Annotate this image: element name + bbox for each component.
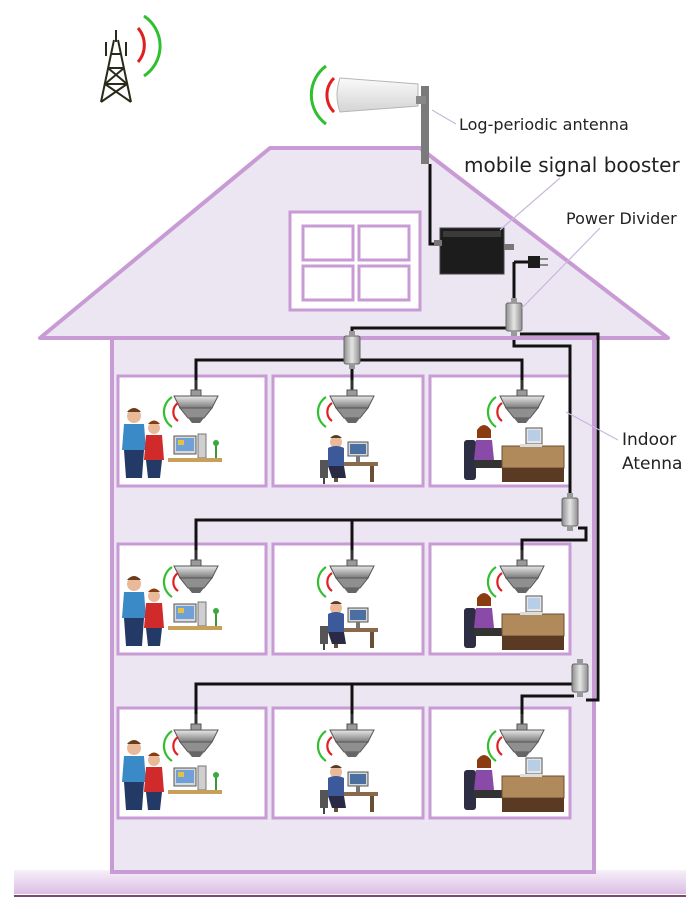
floor-3-splitter-icon bbox=[571, 658, 589, 698]
tower-signal-icon bbox=[136, 14, 162, 78]
floor-1-splitter-icon bbox=[343, 330, 361, 370]
rooms bbox=[116, 374, 572, 820]
power-divider-icon bbox=[505, 297, 523, 337]
indoor-antenna-label-line1: Indoor bbox=[622, 430, 677, 450]
label-leader-lines bbox=[431, 109, 619, 441]
signal-booster-icon bbox=[434, 227, 548, 275]
log-periodic-antenna-icon bbox=[336, 77, 429, 164]
coax-cables bbox=[194, 164, 600, 714]
log-periodic-antenna-label: Log-periodic antenna bbox=[459, 115, 629, 134]
power-divider-label: Power Divider bbox=[566, 209, 677, 228]
attic-window bbox=[288, 210, 422, 312]
mobile-signal-booster-label: mobile signal booster bbox=[464, 153, 680, 177]
room-2-2 bbox=[271, 542, 425, 656]
indoor-antenna-label: Indoor Atenna bbox=[622, 428, 682, 476]
antenna-signal-icon bbox=[309, 64, 336, 126]
floor-2-splitter-icon bbox=[561, 492, 579, 532]
cell-tower-icon bbox=[100, 30, 132, 103]
indoor-antenna-label-line2: Atenna bbox=[622, 454, 683, 474]
